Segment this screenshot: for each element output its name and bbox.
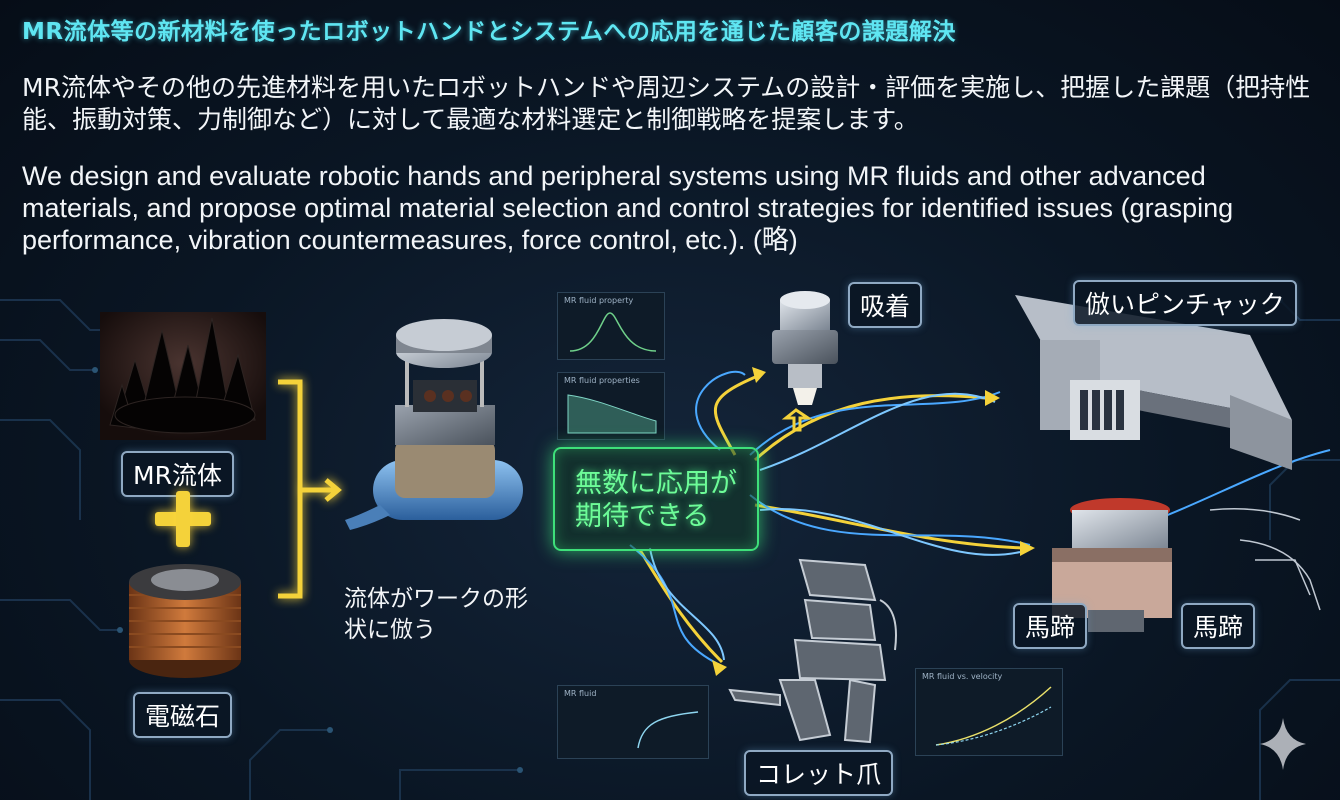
collet-claw-image bbox=[728, 558, 897, 744]
mr-fluid-image bbox=[100, 312, 266, 440]
chart-2-area bbox=[567, 394, 657, 434]
conform-caption: 流体がワークの形状に倣う bbox=[344, 586, 528, 643]
chart-1-curve bbox=[569, 312, 657, 352]
mr-gripper-image bbox=[345, 319, 523, 530]
mini-chart-2: MR fluid properties bbox=[557, 372, 665, 440]
chart-4-curves bbox=[935, 686, 1052, 746]
mini-chart-3: MR fluid bbox=[557, 685, 709, 759]
description-en: We design and evaluate robotic hands and… bbox=[22, 161, 1234, 255]
edge-diagram bbox=[1209, 508, 1321, 611]
center-panel: 無数に応用が期待できる bbox=[553, 447, 759, 551]
electromagnet-image bbox=[129, 564, 241, 678]
label-collet: コレット爪 bbox=[744, 750, 894, 796]
mini-chart-4: MR fluid vs. velocity bbox=[915, 668, 1063, 756]
description-jp: MR流体やその他の先進材料を用いたロボットハンドや周辺システムの設計・評価を実施… bbox=[22, 73, 1311, 134]
mini-chart-1: MR fluid property bbox=[557, 292, 665, 360]
chart-3-curve bbox=[637, 711, 699, 749]
center-panel-text: 無数に応用が期待できる bbox=[575, 468, 737, 532]
bracket-arrow bbox=[278, 379, 342, 599]
suction-cup-image bbox=[772, 291, 838, 432]
label-pin-chuck: 倣いピンチャック bbox=[1073, 280, 1297, 326]
label-electromagnet: 電磁石 bbox=[133, 692, 233, 738]
plus-icon-vertical bbox=[176, 491, 190, 547]
label-hoof-1: 馬蹄 bbox=[1013, 603, 1088, 649]
label-mr-fluid: MR流体 bbox=[121, 451, 234, 497]
pin-chuck-image bbox=[1015, 295, 1292, 470]
horseshoe-gripper-image bbox=[1052, 498, 1172, 632]
label-suction: 吸着 bbox=[848, 282, 923, 328]
label-hoof-2: 馬蹄 bbox=[1181, 603, 1256, 649]
page-title: MR流体等の新材料を使ったロボットハンドとシステムへの応用を通じた顧客の課題解決 bbox=[22, 19, 956, 45]
